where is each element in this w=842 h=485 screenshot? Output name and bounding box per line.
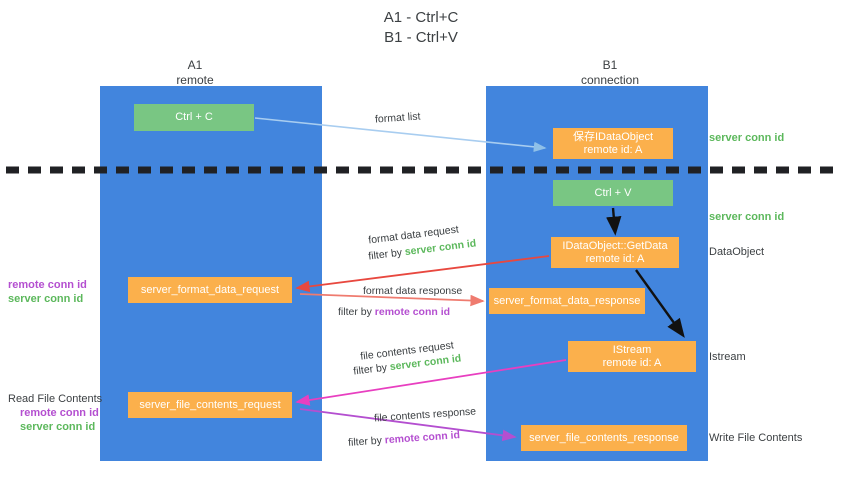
annotation-remote-conn-id: remote conn id xyxy=(20,407,99,419)
lane-header-a1: A1 remote xyxy=(120,58,270,88)
node-ctrl-v[interactable]: Ctrl + V xyxy=(553,180,673,206)
node-format-data-request-label: server_format_data_request xyxy=(140,283,280,296)
node-save-dataobject[interactable]: 保存IDataObject remote id: A xyxy=(553,128,673,159)
annotation-dataobject: DataObject xyxy=(709,246,765,258)
node-file-contents-request[interactable]: server_file_contents_request xyxy=(128,392,292,418)
node-ctrl-c-label: Ctrl + C xyxy=(175,111,213,123)
title-line-2: B1 - Ctrl+V xyxy=(384,29,458,46)
annotation-read-file-contents-heading: Read File Contents xyxy=(8,393,103,405)
annotation-remote-conn-id: remote conn id xyxy=(8,279,87,291)
lane-b1-name: B1 xyxy=(602,58,618,72)
annotation-server-conn-id-second: server conn id xyxy=(709,211,785,223)
annotation-format-data-ids: remote conn id server conn id xyxy=(8,278,87,306)
title-line-1: A1 - Ctrl+C xyxy=(383,9,459,26)
node-getdata-sub: remote id: A xyxy=(585,252,645,265)
node-save-dataobject-sub: remote id: A xyxy=(583,143,643,156)
node-file-contents-response-label: server_file_contents_response xyxy=(529,431,679,444)
node-istream-sub: remote id: A xyxy=(602,356,662,369)
annotation-server-conn-id-top: server conn id xyxy=(709,132,785,144)
node-getdata[interactable]: IDataObject::GetData remote id: A xyxy=(551,237,679,268)
node-istream-label: IStream xyxy=(612,343,652,356)
node-save-dataobject-label: 保存IDataObject xyxy=(572,130,654,143)
connector-format-data-request xyxy=(295,255,550,293)
filter-by-text: filter by xyxy=(338,306,375,318)
node-getdata-label: IDataObject::GetData xyxy=(562,239,668,252)
connector-file-contents-response xyxy=(299,408,517,442)
annotation-istream: Istream xyxy=(709,351,746,363)
node-file-contents-request-label: server_file_contents_request xyxy=(139,398,281,411)
annotation-server-conn-id: server conn id xyxy=(8,293,84,305)
annotation-write-file-contents: Write File Contents xyxy=(709,432,803,444)
page-title: A1 - Ctrl+C B1 - Ctrl+V xyxy=(0,8,842,48)
node-istream[interactable]: IStream remote id: A xyxy=(568,341,696,372)
edge-label-format-data-response-line1: format data response xyxy=(363,285,463,297)
connector-format-list xyxy=(254,117,547,152)
filter-key-remote-conn-id: remote conn id xyxy=(374,306,451,318)
lane-b1-role: connection xyxy=(580,73,640,87)
connector-getdata-istream xyxy=(635,269,685,338)
node-ctrl-c[interactable]: Ctrl + C xyxy=(134,104,254,131)
annotation-read-file-contents: Read File Contents remote conn id server… xyxy=(8,392,102,434)
connector-ctrlv-getdata xyxy=(606,207,622,236)
node-format-data-response[interactable]: server_format_data_response xyxy=(489,288,645,314)
node-format-data-response-label: server_format_data_response xyxy=(493,294,641,307)
lane-a1-role: remote xyxy=(176,73,214,87)
annotation-server-conn-id: server conn id xyxy=(20,421,96,433)
lane-a1-name: A1 xyxy=(187,58,203,72)
filter-by-text: filter by xyxy=(347,434,386,449)
node-ctrl-v-label: Ctrl + V xyxy=(594,186,632,199)
edge-label-format-data-response-line2: filter by remote conn id xyxy=(338,305,450,319)
node-format-data-request[interactable]: server_format_data_request xyxy=(128,277,292,303)
connector-format-data-response xyxy=(299,293,485,307)
node-file-contents-response[interactable]: server_file_contents_response xyxy=(521,425,687,451)
lane-header-b1: B1 connection xyxy=(535,58,685,88)
connector-file-contents-request xyxy=(295,359,567,406)
